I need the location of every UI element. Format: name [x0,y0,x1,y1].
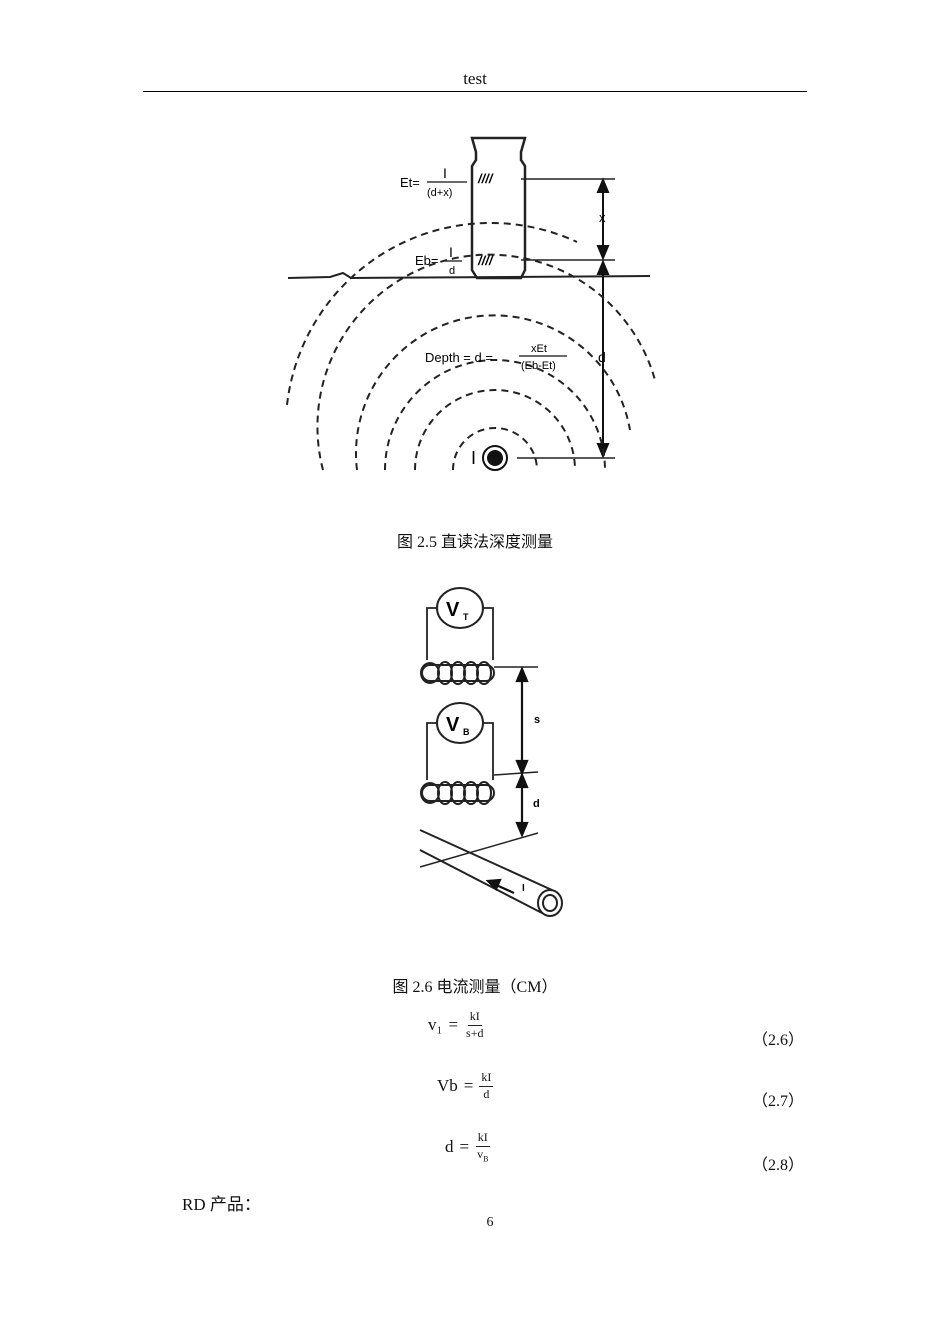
equals-sign: = [463,1076,474,1096]
fraction: kI vB [475,1130,490,1164]
body-paragraph: RD 产品： [182,1195,261,1214]
current-source-core [487,450,503,466]
equation-2-8: d = kI vB [445,1130,490,1164]
denominator: s+d [466,1025,484,1040]
vt-label: V [446,599,460,621]
numerator: kI [467,1009,482,1026]
top-coil: //// [477,171,494,186]
pipe [419,829,563,917]
et-lhs: Et= [400,175,420,190]
vb-wires [426,722,494,780]
current-direction-arrow [485,878,515,895]
field-rings [286,222,656,471]
figure-depth-measurement: //// //// x d I Et= I (d+x) Eb= I d Dept… [286,136,656,471]
equation-lhs: d [445,1137,454,1157]
equals-sign: = [459,1137,470,1157]
page-number: 6 [486,1215,494,1230]
et-den: (d+x) [427,187,452,199]
equation-2-7: Vb = kI d [437,1070,494,1102]
d-label-2: d [533,798,540,810]
figure-2-6-caption: 图 2.6 电流测量（CM） [392,979,558,996]
bottom-coil-assembly [420,781,495,805]
depth-den: (Eb-Et) [521,360,556,372]
equation-number-2-7: （2.7） [752,1093,805,1110]
equation-lhs: Vb [437,1076,458,1096]
receiver-body [470,136,527,280]
figure-current-measurement: V T V B s d [419,587,563,917]
current-label-2: I [522,883,525,894]
bottom-coil: //// [477,253,494,268]
fraction: kI d [479,1070,494,1102]
fraction: kI s+d [464,1009,485,1041]
depth-lhs: Depth = d = [425,350,493,365]
equation-number-2-8: （2.8） [752,1157,805,1174]
s-dimension-arrow [515,666,529,776]
denominator: vB [477,1146,489,1164]
vt-subscript: T [463,612,469,622]
denominator: d [483,1086,490,1101]
current-label: I [471,448,476,468]
depth-num: xEt [531,343,547,355]
d-dimension-arrow-2 [515,772,529,838]
eb-num: I [449,244,453,260]
equation-2-6: v₁ = kI s+d [428,1009,485,1041]
equals-sign: = [448,1015,459,1035]
vb-meter [436,702,484,744]
ground-line [287,271,651,280]
vb-label: V [446,714,460,736]
vb-subscript: B [463,727,470,737]
eb-den: d [449,265,455,277]
figure-2-5-caption: 图 2.5 直读法深度测量 [396,534,553,551]
equation-lhs: v₁ [428,1015,443,1035]
page-header: test [463,69,487,88]
numerator: kI [479,1070,494,1087]
vt-meter [436,587,484,629]
header-rule [143,91,807,92]
eb-lhs: Eb= [415,253,439,268]
x-dimension-arrow [596,177,610,261]
vt-wires [426,607,494,660]
top-coil-assembly [420,661,495,685]
et-num: I [443,165,447,181]
d-label: d [598,349,606,365]
numerator: kI [475,1130,490,1147]
equation-number-2-6: （2.6） [752,1032,805,1049]
s-label: s [534,714,540,726]
x-label: x [599,210,606,225]
